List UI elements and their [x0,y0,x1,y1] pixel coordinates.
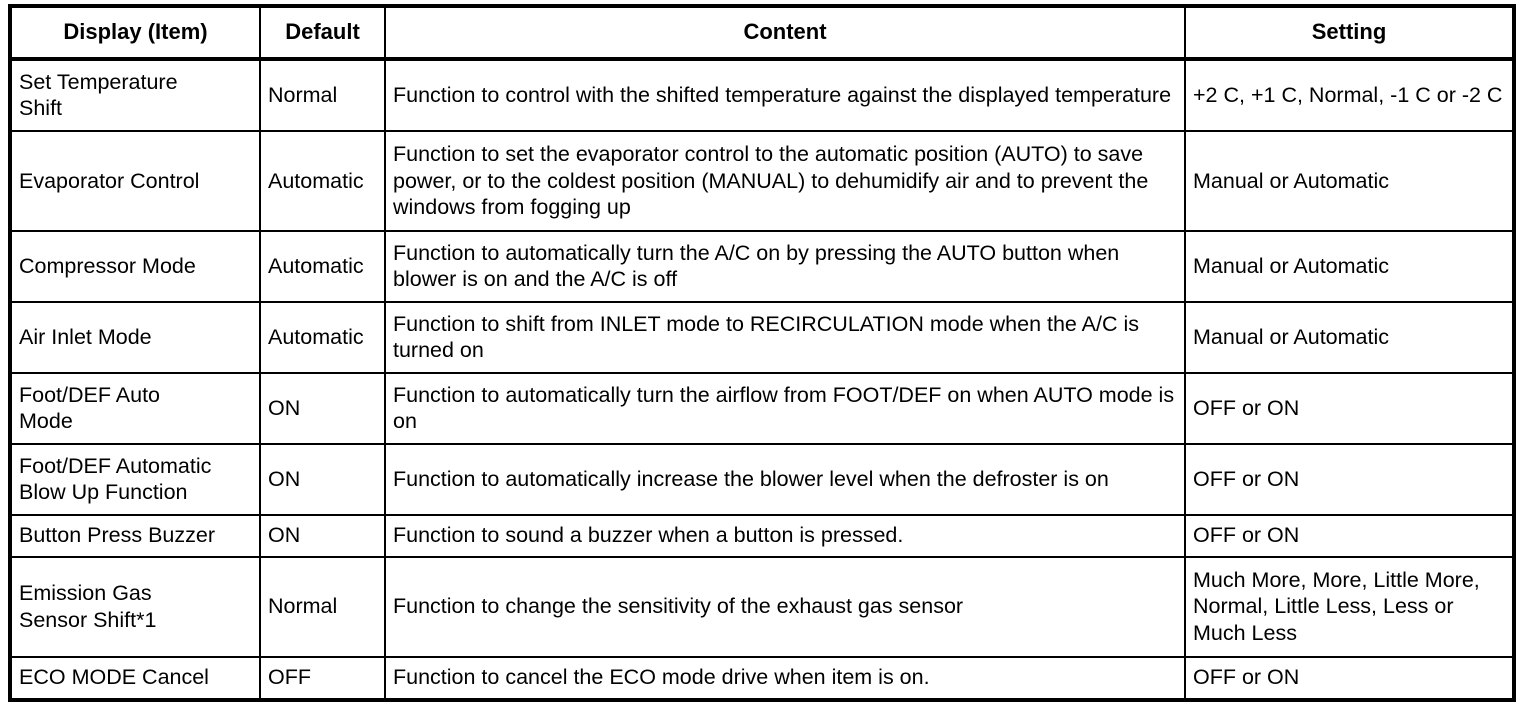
cell-display: Foot/DEF Auto Mode [9,372,261,446]
cell-default-text: OFF [268,665,311,690]
cell-default-text: Normal [268,594,338,619]
cell-display: Button Press Buzzer [9,514,261,558]
cell-setting-text: OFF or ON [1193,665,1300,690]
table-row: Emission Gas Sensor Shift*1 Normal Functio… [9,555,1515,659]
cell-default: ON [259,443,386,517]
cell-display-text: Emission Gas Sensor Shift*1 [19,581,157,632]
cell-content: Function to set the evaporator control t… [384,130,1186,233]
table-row: Foot/DEF Automatic Blow Up Function ON Fun… [9,443,1515,517]
cell-display: Compressor Mode [9,230,261,304]
cell-setting: Manual or Automatic [1184,230,1515,304]
cell-setting-text: Much More, More, Little More, Normal, Li… [1193,568,1480,645]
cell-default: OFF [259,656,386,701]
cell-default: Normal [259,57,386,133]
cell-display: Evaporator Control [9,130,261,233]
table-row: Air Inlet Mode Automatic Function to shift… [9,301,1515,375]
cell-content-text: Function to control with the shifted tem… [393,82,1172,107]
cell-content: Function to sound a buzzer when a button… [384,514,1186,558]
cell-setting: Much More, More, Little More, Normal, Li… [1184,555,1515,659]
table-row: Compressor Mode Automatic Function to auto… [9,230,1515,304]
cell-content-text: Function to change the sensitivity of th… [393,594,964,619]
cell-setting: OFF or ON [1184,514,1515,558]
cell-setting: OFF or ON [1184,656,1515,701]
cell-content: Function to shift from INLET mode to REC… [384,301,1186,375]
cell-content-text: Function to sound a buzzer when a button… [393,523,904,548]
header-row: Display (Item) Default Content Setting [9,5,1515,61]
cell-default: Automatic [259,130,386,233]
cell-display: Air Inlet Mode [9,301,261,375]
cell-content: Function to control with the shifted tem… [384,57,1186,133]
cell-setting-text: OFF or ON [1193,396,1300,421]
cell-display-text: Compressor Mode [19,254,196,279]
cell-setting: +2 C, +1 C, Normal, -1 C or -2 C [1184,57,1515,133]
cell-default: ON [259,372,386,446]
cell-default: Automatic [259,230,386,304]
cell-content-text: Function to automatically turn the airfl… [393,383,1175,434]
cell-display: ECO MODE Cancel [9,656,261,701]
cell-setting-text: OFF or ON [1193,523,1300,548]
cell-default: ON [259,514,386,558]
cell-content: Function to change the sensitivity of th… [384,555,1186,659]
column-header-content: Content [384,5,1186,61]
cell-content: Function to automatically increase the b… [384,443,1186,517]
cell-setting-text: OFF or ON [1193,467,1300,492]
cell-setting: Manual or Automatic [1184,130,1515,233]
cell-content: Function to cancel the ECO mode drive wh… [384,656,1186,701]
cell-content: Function to automatically turn the airfl… [384,372,1186,446]
cell-display-text: ECO MODE Cancel [19,665,209,690]
cell-default-text: ON [268,523,301,548]
cell-display: Set Temperature Shift [9,57,261,133]
table-row: Foot/DEF Auto Mode ON Function to automati… [9,372,1515,446]
cell-display-text: Set Temperature Shift [19,69,178,121]
cell-setting: OFF or ON [1184,372,1515,446]
cell-content-text: Function to automatically turn the A/C o… [393,241,1120,292]
column-header-default: Default [259,5,386,61]
table-row: Set Temperature Shift Normal Function to c… [9,57,1515,133]
cell-display-text: Evaporator Control [19,168,200,193]
cell-content-text: Function to set the evaporator control t… [393,142,1149,219]
cell-display: Emission Gas Sensor Shift*1 [9,555,261,659]
cell-display-text: Air Inlet Mode [19,325,152,350]
cell-default-text: Normal [268,82,338,107]
cell-content-text: Function to cancel the ECO mode drive wh… [393,665,930,690]
cell-default: Normal [259,555,386,659]
cell-default-text: Automatic [268,168,364,193]
cell-setting: Manual or Automatic [1184,301,1515,375]
cell-setting-text: Manual or Automatic [1193,325,1389,350]
table-row: ECO MODE Cancel OFF Function to cancel the… [9,656,1515,701]
cell-display-text: Button Press Buzzer [19,523,215,548]
table-header: Display (Item) Default Content Setting [9,5,1515,61]
cell-setting-text: Manual or Automatic [1193,254,1389,279]
cell-content-text: Function to shift from INLET mode to REC… [393,312,1140,363]
cell-setting-text: +2 C, +1 C, Normal, -1 C or -2 C [1193,82,1503,107]
column-header-setting: Setting [1184,5,1515,61]
cell-content-text: Function to automatically increase the b… [393,467,1109,492]
cell-default-text: ON [268,396,301,421]
column-header-display: Display (Item) [9,5,261,61]
table-row: Evaporator Control Automatic Function to s… [9,130,1515,233]
cell-default-text: ON [268,467,301,492]
cell-setting: OFF or ON [1184,443,1515,517]
cell-display-text: Foot/DEF Auto Mode [19,383,161,434]
cell-content: Function to automatically turn the A/C o… [384,230,1186,304]
table-row: Button Press Buzzer ON Function to sound a… [9,514,1515,558]
cell-default-text: Automatic [268,325,364,350]
cell-setting-text: Manual or Automatic [1193,168,1389,193]
cell-default: Automatic [259,301,386,375]
cell-display: Foot/DEF Automatic Blow Up Function [9,443,261,517]
cell-display-text: Foot/DEF Automatic Blow Up Function [19,454,212,505]
display-item-settings-table: Display (Item) Default Content Setting S… [8,4,1516,702]
cell-default-text: Automatic [268,254,364,279]
